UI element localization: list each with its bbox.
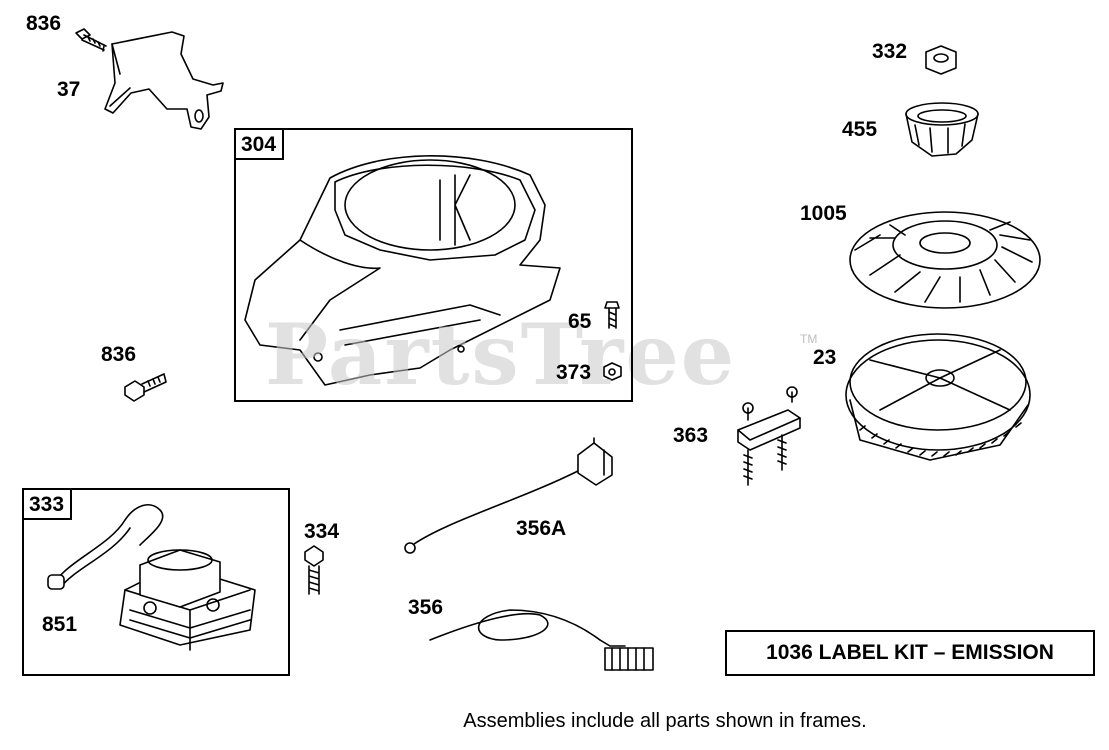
label-65[interactable]: 65 [568,310,592,333]
label-373[interactable]: 373 [556,361,592,384]
nut-373-drawing [603,362,622,381]
screw-334-drawing [304,545,324,595]
label-836-side[interactable]: 836 [101,343,137,366]
starter-cup-455-drawing [905,102,979,157]
label-23[interactable]: 23 [813,346,837,369]
label-356[interactable]: 356 [408,596,444,619]
frame-333: 333 [22,488,290,676]
frame-tag-333[interactable]: 333 [24,490,73,520]
frame-304: 304 [234,128,633,402]
trademark-mark: TM [800,332,818,346]
wire-356-drawing [429,609,654,671]
label-455[interactable]: 455 [842,118,878,141]
fan-1005-drawing [849,211,1041,309]
label-334[interactable]: 334 [304,520,340,543]
flywheel-23-drawing [845,333,1031,461]
armature-333-drawing [47,504,256,651]
label-37[interactable]: 37 [57,78,81,101]
frame-tag-304[interactable]: 304 [236,130,285,160]
ground-wire-356A-drawing [404,437,613,554]
deflector-37-drawing [104,31,224,130]
bolt-836-side-drawing [124,373,167,402]
label-1005[interactable]: 1005 [800,202,847,225]
label-836-top[interactable]: 836 [26,12,62,35]
label-363[interactable]: 363 [673,424,709,447]
parts-tree-watermark: PartsTree [265,305,737,404]
screw-65-drawing [604,301,620,329]
label-356A[interactable]: 356A [516,517,567,540]
label-kit-emission[interactable]: 1036 LABEL KIT – EMISSION [725,630,1095,676]
assemblies-footnote: Assemblies include all parts shown in fr… [463,710,867,732]
blower-housing-304-drawing [244,155,561,386]
label-851[interactable]: 851 [42,613,78,636]
bracket-363-drawing [737,386,801,486]
nut-332-drawing [925,45,957,75]
label-332[interactable]: 332 [872,40,908,63]
bolt-836-top-drawing [75,28,107,52]
